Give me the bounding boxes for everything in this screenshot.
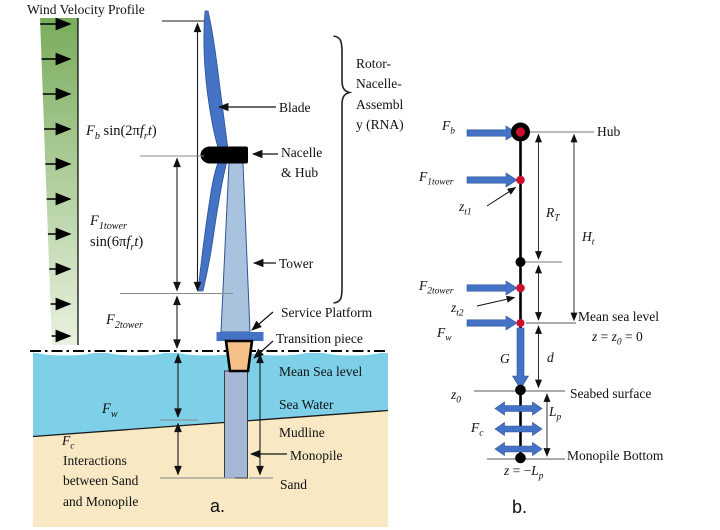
hub-node-core	[515, 127, 526, 137]
panel-a-leader-arrows	[217, 102, 287, 459]
panel-b-caption: b.	[512, 497, 528, 517]
panel-a-dimension-lines	[120, 20, 273, 479]
fw-force-label: Fw	[102, 401, 118, 420]
soil-spring-arrow-3	[494, 441, 543, 457]
soil-spring-arrow-1	[494, 401, 543, 416]
f1tower-label-b: F1tower	[419, 169, 454, 188]
d-dim-label: d	[547, 350, 554, 365]
hub-label: Hub	[597, 124, 621, 139]
monopile-bottom-label: Monopile Bottom	[567, 448, 664, 463]
panel-b-model	[466, 122, 594, 464]
monopile-shape	[224, 370, 248, 479]
panel-b-leader-arrows	[476, 187, 517, 307]
z0-label: z0	[451, 387, 461, 406]
mudline-label: Mudline	[279, 425, 325, 440]
msl-label-b: Mean sea level z = z0 = 0	[578, 309, 659, 348]
f2tower-force-arrow	[466, 280, 518, 296]
fw-force-arrow	[466, 315, 518, 331]
fb-label-b: Fb	[442, 118, 455, 137]
lp-dim-label: Lp	[549, 404, 562, 423]
f1tower-force-arrow	[466, 172, 518, 188]
monopile-label: Monopile	[290, 448, 343, 463]
service-platform-label: Service Platform	[281, 305, 373, 320]
gravity-arrow	[511, 327, 530, 390]
rna-label: Rotor- Nacelle- Assembl y (RNA)	[356, 56, 404, 132]
wind-velocity-profile-gradient	[40, 18, 79, 345]
zt2-label: zt2	[451, 300, 464, 319]
bottom-equation-label: z = −Lp	[504, 463, 544, 482]
blade-label: Blade	[279, 100, 311, 115]
sea-water-label: Sea Water	[279, 397, 334, 412]
zt1-node	[516, 175, 525, 185]
force-arrow-icons	[466, 125, 543, 457]
mudline-line	[32, 409, 389, 438]
msl-node	[516, 319, 525, 327]
sea-region	[33, 348, 388, 437]
ht-dim-label: Ht	[582, 229, 595, 248]
mean-sea-level-label: Mean Sea level	[279, 364, 363, 379]
rt-dim-label: RT	[546, 205, 560, 224]
transition-piece-label: Transition piece	[276, 331, 363, 346]
zt1-label: zt1	[459, 199, 472, 218]
fc-label-b: Fc	[471, 420, 484, 439]
service-platform-shape	[216, 332, 264, 341]
model-nodes	[511, 122, 530, 464]
pile-bottom-node	[515, 452, 526, 464]
panel-b-dimension-lines	[535, 133, 578, 457]
sand-label: Sand	[280, 477, 307, 492]
rna-brace	[333, 35, 353, 304]
transition-piece-shape	[224, 339, 254, 373]
fb-force-label: Fb sin(2πfrt)	[86, 123, 157, 142]
upper-blade-shape	[203, 10, 230, 159]
tower-label: Tower	[279, 256, 314, 271]
nacelle-hub-label: Nacelle & Hub	[281, 145, 323, 180]
turbine-structure	[197, 10, 264, 479]
zt2-node	[516, 283, 525, 293]
fb-force-arrow	[466, 125, 518, 141]
seabed-node	[515, 384, 526, 396]
interaction-note: Interactions between Sand and Monopile	[63, 453, 139, 509]
wind-arrow-icons	[40, 17, 72, 343]
zt2-arrow	[476, 295, 516, 307]
soil-spring-arrow-2	[494, 421, 543, 437]
f1tower-force-label: F1tower sin(6πfrt)	[90, 213, 144, 253]
tower-shape	[220, 162, 251, 333]
service-platform-arrow	[251, 311, 274, 331]
zt1-arrow	[486, 187, 517, 207]
sand-region	[33, 410, 388, 527]
wind-velocity-profile-title: Wind Velocity Profile	[27, 2, 145, 17]
fw-label-b: Fw	[437, 325, 452, 344]
f2tower-force-label: F2tower	[106, 312, 143, 331]
transition-piece-arrow	[253, 340, 274, 359]
fc-force-label: Fc	[62, 433, 75, 452]
nacelle-body-shape	[210, 146, 248, 164]
f2tower-label-b: F2tower	[419, 278, 454, 297]
seabed-surface-label: Seabed surface	[570, 386, 652, 401]
panel-a-caption: a.	[210, 496, 226, 516]
gravity-label: G	[500, 351, 510, 366]
tower-node	[515, 257, 526, 267]
